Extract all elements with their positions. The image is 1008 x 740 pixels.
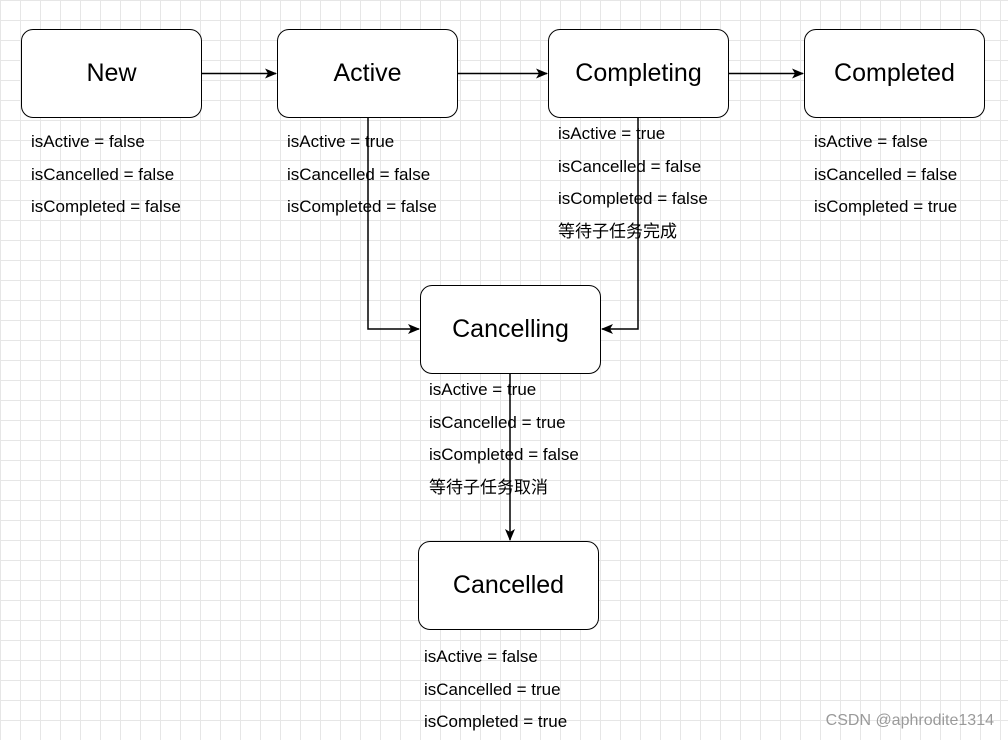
arrow-completing-to-cancelling [601,118,639,334]
state-new-label: New [86,59,137,87]
prop-is-active: isActive = false [424,647,538,666]
props-cancelling: isActive = true isCancelled = true isCom… [429,374,579,504]
state-active-label: Active [333,59,402,87]
state-active: Active [277,29,458,118]
prop-is-completed: isCompleted = false [429,445,579,464]
state-new: New [21,29,202,118]
prop-is-cancelled: isCancelled = false [31,164,175,184]
prop-is-completed: isCompleted = true [814,197,958,216]
prop-is-completed: isCompleted = false [31,197,181,216]
state-completing-label: Completing [575,59,702,87]
state-cancelling-label: Cancelling [452,315,569,343]
watermark: CSDN @aphrodite1314 [825,712,994,729]
prop-is-cancelled: isCancelled = false [287,164,431,184]
prop-is-active: isActive = false [31,132,145,151]
state-cancelled: Cancelled [418,541,599,630]
prop-note: 等待子任务完成 [558,221,677,241]
state-cancelled-label: Cancelled [452,571,565,599]
arrow-active-to-cancelling [367,118,420,334]
prop-is-cancelled: isCancelled = true [429,412,566,432]
prop-is-completed: isCompleted = false [558,189,708,208]
prop-is-active: isActive = true [429,380,537,399]
prop-is-active: isActive = true [558,124,666,143]
props-active: isActive = true isCancelled = false isCo… [287,126,437,224]
props-completing: isActive = true isCancelled = false isCo… [558,118,708,248]
prop-is-completed: isCompleted = false [287,197,437,216]
state-completed-label: Completed [834,59,955,87]
prop-is-cancelled: isCancelled = true [424,679,561,699]
state-completing: Completing [548,29,729,118]
prop-is-active: isActive = false [814,132,928,151]
props-new: isActive = false isCancelled = false isC… [31,126,181,224]
prop-note: 等待子任务取消 [429,477,548,497]
props-cancelled: isActive = false isCancelled = true isCo… [424,641,567,739]
prop-is-cancelled: isCancelled = false [814,164,958,184]
state-cancelling: Cancelling [420,285,601,374]
props-completed: isActive = false isCancelled = false isC… [814,126,957,224]
prop-is-active: isActive = true [287,132,395,151]
state-completed: Completed [804,29,985,118]
prop-is-completed: isCompleted = true [424,712,568,731]
prop-is-cancelled: isCancelled = false [558,156,702,176]
